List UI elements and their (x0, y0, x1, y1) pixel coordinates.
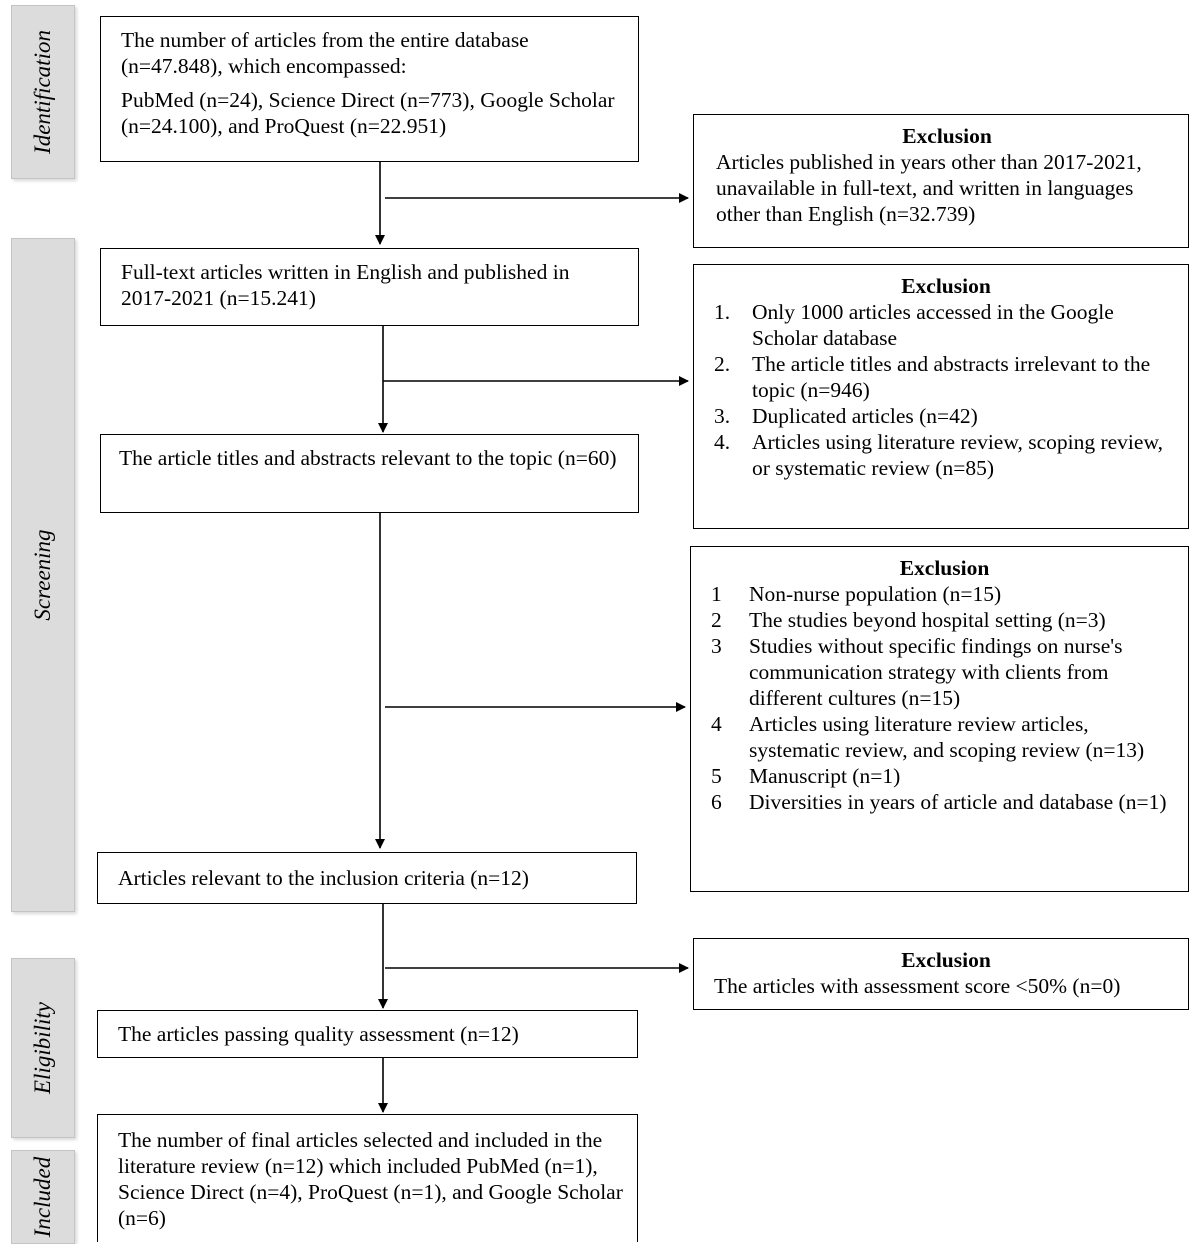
list-item: 4. Articles using literature review, scop… (714, 429, 1178, 481)
exclusion-3-title: Exclusion (899, 556, 990, 580)
identification-total: The number of articles from the entire d… (121, 28, 529, 78)
exclusion-box-3: Exclusion 1 Non-nurse population (n=15) 2… (690, 546, 1189, 892)
phase-screening: Screening (11, 238, 75, 912)
list-item: 6 Diversities in years of article and dat… (711, 789, 1178, 815)
list-item-text: Diversities in years of article and data… (749, 790, 1167, 814)
list-item-number: 2 (711, 608, 722, 632)
inclusion-criteria-box: Articles relevant to the inclusion crite… (97, 852, 637, 904)
titles-abstracts-box: The article titles and abstracts relevan… (100, 434, 639, 513)
phase-identification: Identification (11, 5, 75, 179)
exclusion-2-title: Exclusion (901, 274, 991, 298)
list-item-text: Non-nurse population (n=15) (749, 582, 1002, 606)
list-item-text: Duplicated articles (n=42) (752, 404, 978, 428)
titles-abstracts-text: The article titles and abstracts relevan… (119, 446, 617, 470)
exclusion-3-list: 1 Non-nurse population (n=15) 2 The studie… (711, 581, 1178, 815)
exclusion-4-title: Exclusion (901, 948, 991, 972)
list-item-number: 4 (711, 712, 722, 736)
list-item-text: Articles using literature review, scopin… (752, 430, 1163, 480)
exclusion-box-4: Exclusion The articles with assessment s… (693, 938, 1189, 1010)
phase-included: Included (11, 1150, 75, 1244)
fulltext-box: Full-text articles written in English an… (100, 248, 639, 326)
list-item: 3 Studies without specific findings on nu… (711, 633, 1178, 711)
list-item-number: 1 (711, 582, 722, 606)
quality-assessment-box: The articles passing quality assessment … (97, 1010, 638, 1058)
inclusion-criteria-text: Articles relevant to the inclusion crite… (118, 866, 529, 890)
list-item-number: 6 (711, 790, 722, 814)
list-item-text: Manuscript (n=1) (749, 764, 901, 788)
final-articles-text: The number of final articles selected an… (118, 1128, 623, 1230)
list-item-text: Studies without specific findings on nur… (749, 634, 1123, 710)
list-item-text: The article titles and abstracts irrelev… (752, 352, 1151, 402)
exclusion-box-2: Exclusion 1. Only 1000 articles accessed … (693, 264, 1189, 529)
fulltext-text: Full-text articles written in English an… (121, 260, 570, 310)
list-item-number: 1. (714, 300, 731, 324)
list-item: 2. The article titles and abstracts irrel… (714, 351, 1178, 403)
list-item-number: 4. (714, 430, 731, 454)
list-item: 3. Duplicated articles (n=42) (714, 403, 1178, 429)
exclusion-4-text: The articles with assessment score <50% … (714, 974, 1121, 998)
list-item: 5 Manuscript (n=1) (711, 763, 1178, 789)
identification-databases: PubMed (n=24), Science Direct (n=773), G… (121, 88, 615, 138)
exclusion-1-text: Articles published in years other than 2… (716, 150, 1142, 226)
list-item-text: The studies beyond hospital setting (n=3… (749, 608, 1106, 632)
exclusion-box-1: Exclusion Articles published in years ot… (693, 114, 1189, 248)
list-item: 1. Only 1000 articles accessed in the Goo… (714, 299, 1178, 351)
list-item-number: 2. (714, 352, 731, 376)
final-articles-box: The number of final articles selected an… (97, 1114, 638, 1242)
list-item-number: 3. (714, 404, 731, 428)
identification-box: The number of articles from the entire d… (100, 16, 639, 162)
list-item: 2 The studies beyond hospital setting (n=… (711, 607, 1178, 633)
list-item-text: Only 1000 articles accessed in the Googl… (752, 300, 1114, 350)
list-item-number: 3 (711, 634, 722, 658)
exclusion-1-title: Exclusion (902, 124, 992, 148)
exclusion-2-list: 1. Only 1000 articles accessed in the Goo… (714, 299, 1178, 481)
list-item: 1 Non-nurse population (n=15) (711, 581, 1178, 607)
list-item-number: 5 (711, 764, 722, 788)
list-item-text: Articles using literature review article… (749, 712, 1145, 762)
phase-eligibility: Eligibility (11, 958, 75, 1138)
quality-assessment-text: The articles passing quality assessment … (118, 1022, 519, 1046)
list-item: 4 Articles using literature review articl… (711, 711, 1178, 763)
